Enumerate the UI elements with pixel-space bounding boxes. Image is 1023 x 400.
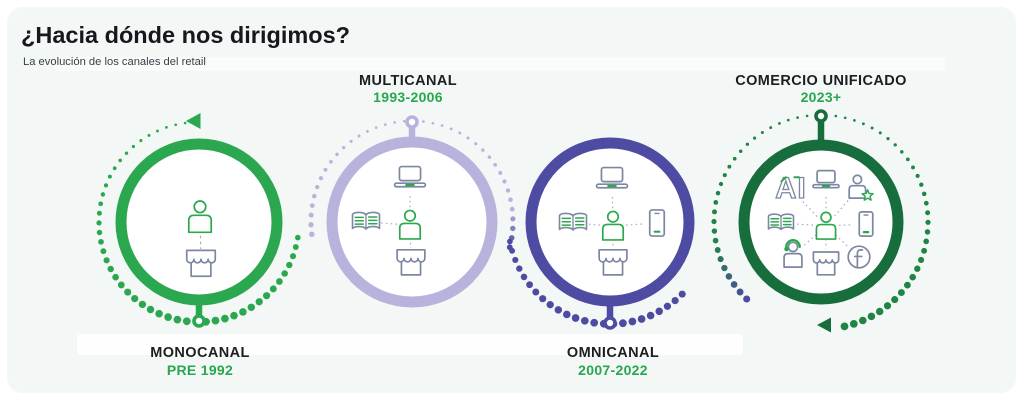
stage-label-comercio-unificado: COMERCIO UNIFICADO [735,73,907,89]
stage-label-monocanal: MONOCANAL [150,345,249,361]
svg-text:AI: AI [775,172,806,205]
dotted-ring-3 [711,113,931,331]
laptop-icon [595,166,629,189]
page-subtitle: La evolución de los canales del retail [23,56,206,68]
ai-icon: AI [775,172,807,206]
store-icon [812,251,840,276]
store-icon [396,248,426,276]
stage-period-multicanal: 1993-2006 [373,89,443,105]
top-label-band [55,57,945,71]
bottom-label-band [77,334,743,355]
connector-line [587,223,601,226]
catalog-icon [558,212,588,231]
stage-label-multicanal: MULTICANAL [359,73,457,89]
page-title: ¿Hacia dónde nos dirigimos? [21,22,350,48]
stages-diagram: AI [96,109,931,333]
pin-marker [405,115,419,129]
loyalty-customer-icon [848,174,874,201]
catalog-icon [351,211,381,230]
pin-marker [192,314,206,328]
stage-period-comercio-unificado: 2023+ [801,89,842,105]
dotted-ring-0 [96,121,301,326]
person-icon [601,210,625,241]
dotted-ring-2 [507,238,686,328]
store-icon [598,248,628,276]
flow-arrow-0 [186,113,201,129]
facebook-icon [847,245,871,269]
laptop-icon [812,169,840,189]
catalog-icon [767,213,795,231]
stage-label-omnicanal: OMNICANAL [567,345,659,361]
person-icon [815,211,837,240]
stage-period-monocanal: PRE 1992 [167,362,233,378]
stage-period-omnicanal: 2007-2022 [578,362,648,378]
support-agent-icon [783,239,803,268]
laptop-icon [393,165,427,188]
person-icon [398,209,422,240]
smartphone-icon [648,209,666,237]
stage-circle [738,139,904,305]
flow-arrow-3 [817,317,831,333]
connector-line [838,224,852,226]
dotted-ring-1 [308,119,516,251]
pin-marker [814,109,828,123]
stage-0 [115,138,283,328]
stage-labels: MULTICANAL 1993-2006 COMERCIO UNIFICADO … [150,73,906,378]
stage-3: AI [738,109,904,305]
smartphone-icon [858,211,874,238]
stage-1 [326,115,498,308]
pin-marker [603,316,617,330]
person-icon [187,200,213,234]
stage-2 [525,137,695,330]
store-icon [185,249,217,278]
connector-line [834,198,850,217]
